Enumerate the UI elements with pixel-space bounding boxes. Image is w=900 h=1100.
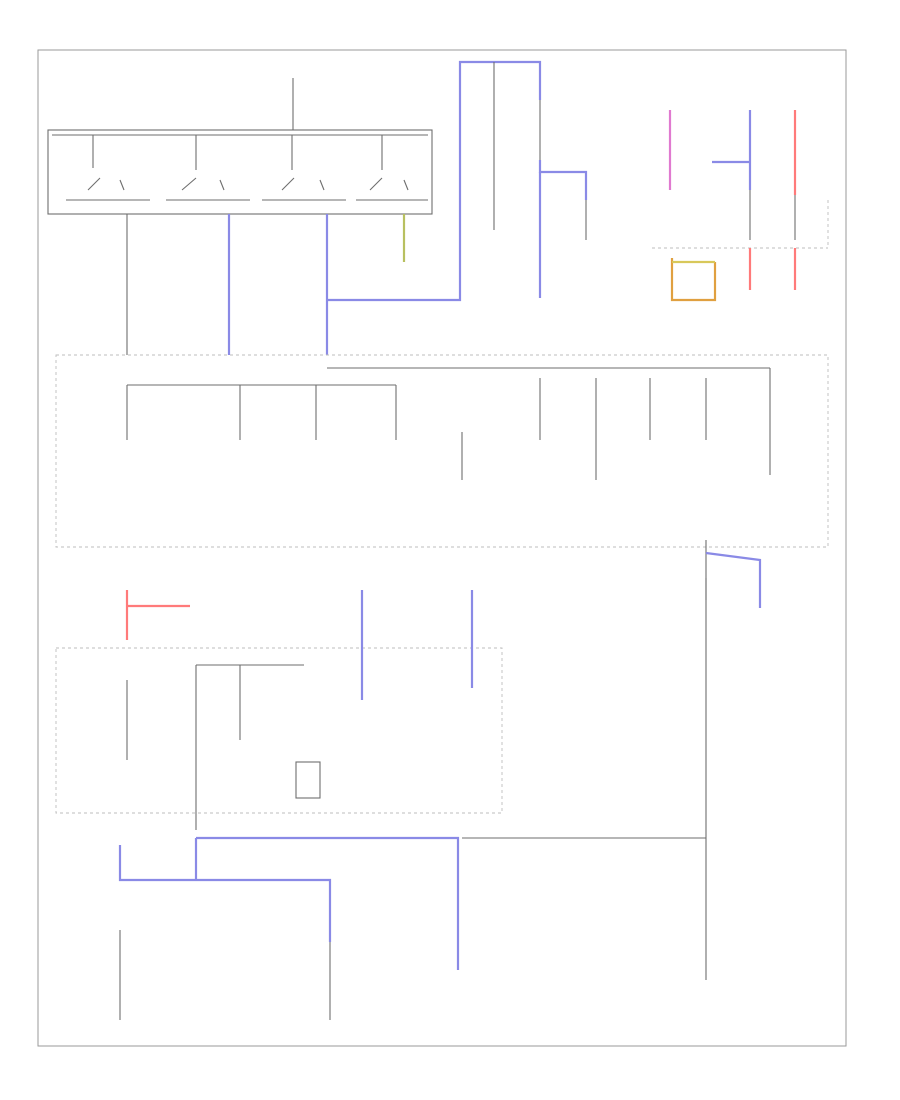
wire-blue-right-branch [705, 551, 762, 608]
wire-orange-loop [670, 258, 717, 302]
junction-box-main [55, 354, 829, 548]
relay-switch-4 [356, 135, 428, 201]
relay-bank-section [47, 60, 542, 355]
right-vertical-chain [705, 540, 762, 980]
relay-switch-2 [166, 135, 250, 201]
junction-box-lower [55, 590, 503, 830]
wire-blue-bottom-main [196, 836, 460, 970]
ground-network [118, 836, 706, 1020]
top-right-circuits [652, 110, 829, 302]
top-center-fuses [493, 62, 588, 298]
wire-blue-center [538, 160, 588, 200]
relay-switch-1 [66, 135, 150, 201]
wire-blue-left-ground [118, 845, 332, 942]
relay-switch-3 [262, 135, 346, 201]
diagram-frame [37, 49, 847, 1047]
wire-blue-route-top [327, 60, 542, 302]
